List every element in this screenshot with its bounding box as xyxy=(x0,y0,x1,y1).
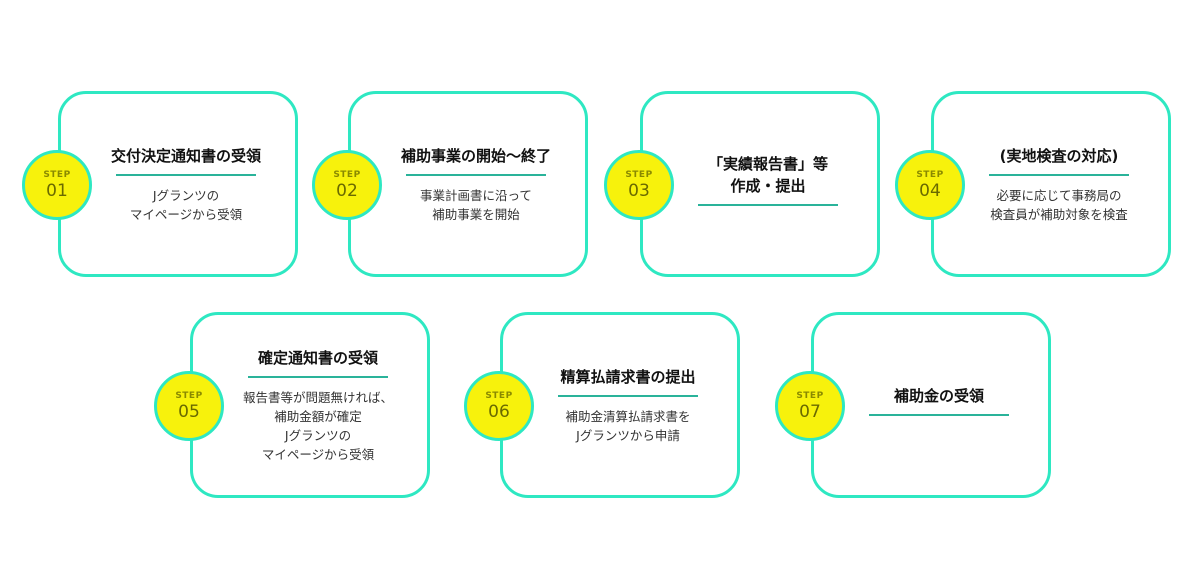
step-badge-number: 01 xyxy=(46,180,68,201)
step-badge-01: STEP 01 xyxy=(22,150,92,220)
step-badge-label: STEP xyxy=(333,169,361,180)
step-content: 補助金の受領 xyxy=(834,315,1044,495)
title-underline xyxy=(558,394,698,397)
step-card-02: 補助事業の開始～終了 事業計画書に沿って 補助事業を開始 xyxy=(348,91,588,277)
step-description: 補助金清算払請求書を Jグランツから申請 xyxy=(565,408,691,443)
step-content: 補助事業の開始～終了 事業計画書に沿って 補助事業を開始 xyxy=(371,94,581,274)
step-badge-number: 04 xyxy=(919,180,941,201)
step-description: 事業計画書に沿って 補助事業を開始 xyxy=(420,187,532,222)
step-card-04: (実地検査の対応) 必要に応じて事務局の 検査員が補助対象を検査 xyxy=(931,91,1171,277)
step-title: 交付決定通知書の受領 xyxy=(110,146,261,165)
step-description: Jグランツの マイページから受領 xyxy=(129,187,243,222)
step-content: 確定通知書の受領 報告書等が問題無ければ、 補助金額が確定 Jグランツの マイペ… xyxy=(213,315,423,495)
step-title: (実地検査の対応) xyxy=(999,146,1119,165)
step-badge-number: 07 xyxy=(799,401,821,422)
step-badge-label: STEP xyxy=(796,390,824,401)
title-underline xyxy=(248,375,388,378)
step-card-07: 補助金の受領 xyxy=(811,312,1051,498)
step-card-06: 精算払請求書の提出 補助金清算払請求書を Jグランツから申請 xyxy=(500,312,740,498)
step-card-03: 「実績報告書」等 作成・提出 xyxy=(640,91,880,277)
step-badge-number: 05 xyxy=(178,401,200,422)
step-badge-label: STEP xyxy=(916,169,944,180)
step-card-05: 確定通知書の受領 報告書等が問題無ければ、 補助金額が確定 Jグランツの マイペ… xyxy=(190,312,430,498)
step-title: 補助金の受領 xyxy=(893,386,984,405)
title-underline xyxy=(698,203,838,206)
step-content: (実地検査の対応) 必要に応じて事務局の 検査員が補助対象を検査 xyxy=(954,94,1164,274)
title-underline xyxy=(116,173,256,176)
step-badge-06: STEP 06 xyxy=(464,371,534,441)
step-description: 必要に応じて事務局の 検査員が補助対象を検査 xyxy=(990,187,1128,222)
step-content: 「実績報告書」等 作成・提出 xyxy=(663,94,873,274)
title-underline xyxy=(989,173,1129,176)
step-content: 精算払請求書の提出 補助金清算払請求書を Jグランツから申請 xyxy=(523,315,733,495)
step-title: 確定通知書の受領 xyxy=(257,348,378,367)
step-badge-05: STEP 05 xyxy=(154,371,224,441)
step-title: 「実績報告書」等 作成・提出 xyxy=(707,154,828,195)
step-description: 報告書等が問題無ければ、 補助金額が確定 Jグランツの マイページから受領 xyxy=(242,389,393,462)
step-card-01: 交付決定通知書の受領 Jグランツの マイページから受領 xyxy=(58,91,298,277)
step-title: 精算払請求書の提出 xyxy=(560,367,696,386)
step-badge-number: 02 xyxy=(336,180,358,201)
title-underline xyxy=(869,413,1009,416)
title-underline xyxy=(406,173,546,176)
step-badge-number: 03 xyxy=(628,180,650,201)
step-badge-07: STEP 07 xyxy=(775,371,845,441)
step-badge-02: STEP 02 xyxy=(312,150,382,220)
step-content: 交付決定通知書の受領 Jグランツの マイページから受領 xyxy=(81,94,291,274)
step-badge-label: STEP xyxy=(175,390,203,401)
step-title: 補助事業の開始～終了 xyxy=(400,146,551,165)
step-badge-number: 06 xyxy=(488,401,510,422)
step-badge-label: STEP xyxy=(485,390,513,401)
step-badge-03: STEP 03 xyxy=(604,150,674,220)
step-badge-04: STEP 04 xyxy=(895,150,965,220)
step-badge-label: STEP xyxy=(43,169,71,180)
step-badge-label: STEP xyxy=(625,169,653,180)
